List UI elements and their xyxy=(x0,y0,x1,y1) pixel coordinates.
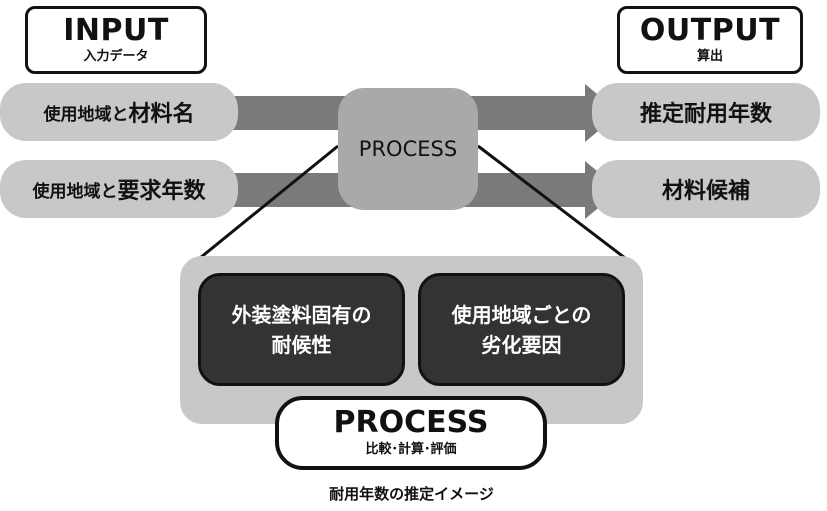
process-center-box: PROCESS xyxy=(338,88,478,210)
factor-1-line1: 外装塗料固有の xyxy=(231,302,372,327)
factor-2-line2: 劣化要因 xyxy=(481,332,562,357)
process-bottom-title: PROCESS xyxy=(333,405,489,440)
output-pill-2-label: 材料候補 xyxy=(661,179,750,204)
input-subtitle: 入力データ xyxy=(83,49,149,64)
input-pill-1-prefix: 使用地域と xyxy=(43,104,129,125)
output-title: OUTPUT xyxy=(639,13,781,48)
connector-left xyxy=(199,144,339,260)
process-bottom-box: PROCESS 比較･計算･評価 xyxy=(275,396,547,470)
diagram-caption: 耐用年数の推定イメージ xyxy=(329,485,494,503)
output-pill-1-label: 推定耐用年数 xyxy=(639,102,772,127)
output-subtitle: 算出 xyxy=(696,49,723,64)
input-title: INPUT xyxy=(63,13,169,48)
factor-1-line2: 耐候性 xyxy=(271,332,332,357)
input-pill-2-main: 要求年数 xyxy=(117,179,206,204)
factor-weather-resistance: 外装塗料固有の 耐候性 xyxy=(198,273,405,386)
input-pill-2-prefix: 使用地域と xyxy=(32,181,118,202)
input-pill-1: 使用地域と 材料名 xyxy=(0,83,238,141)
output-pill-2: 材料候補 xyxy=(592,160,820,218)
factor-2-line1: 使用地域ごとの xyxy=(451,302,592,327)
output-header: OUTPUT 算出 xyxy=(617,6,803,74)
factor-regional-degradation: 使用地域ごとの 劣化要因 xyxy=(418,273,625,386)
process-bottom-subtitle: 比較･計算･評価 xyxy=(365,442,457,457)
input-pill-1-main: 材料名 xyxy=(128,102,195,127)
process-center-label: PROCESS xyxy=(358,137,458,161)
input-header: INPUT 入力データ xyxy=(25,6,207,74)
output-pill-1: 推定耐用年数 xyxy=(592,83,820,141)
input-pill-2: 使用地域と 要求年数 xyxy=(0,160,238,218)
connector-right xyxy=(477,144,626,260)
